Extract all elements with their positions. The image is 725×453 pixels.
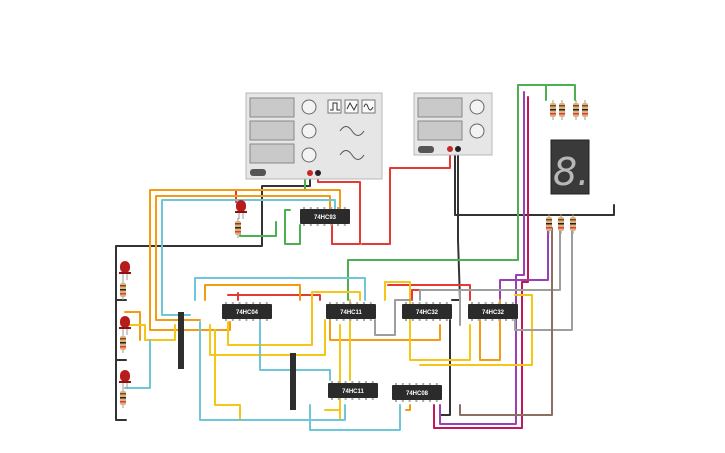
chip-label: 74HC04 — [236, 310, 259, 316]
power-supply[interactable] — [413, 92, 493, 156]
wire[interactable] — [429, 289, 461, 326]
terminal-red[interactable] — [447, 146, 453, 152]
wire[interactable] — [129, 324, 176, 341]
resistor[interactable] — [550, 100, 556, 120]
knob[interactable] — [469, 99, 485, 115]
power-switch[interactable] — [250, 169, 266, 176]
wire[interactable] — [239, 221, 277, 237]
resistors — [120, 100, 588, 408]
wire[interactable] — [361, 149, 451, 245]
chip-label: 74HC93 — [314, 215, 337, 221]
resistor[interactable] — [573, 100, 579, 120]
wire[interactable] — [214, 329, 341, 421]
wire[interactable] — [545, 84, 576, 101]
wire[interactable] — [374, 299, 411, 336]
wire[interactable] — [479, 299, 501, 361]
seven-segment-display[interactable]: 8. — [550, 139, 590, 195]
resistor[interactable] — [570, 214, 576, 234]
led[interactable] — [235, 200, 247, 219]
wire[interactable] — [124, 311, 141, 341]
knob[interactable] — [301, 147, 317, 163]
wire[interactable] — [419, 227, 561, 301]
sine-wave-icon — [363, 103, 374, 111]
header-strip[interactable] — [290, 353, 296, 410]
square-wave-button[interactable] — [327, 99, 342, 114]
wire[interactable] — [149, 189, 341, 331]
display-screen — [249, 97, 295, 118]
chip-label: 74HC08 — [406, 391, 429, 397]
chip-label: 74HC11 — [340, 310, 362, 316]
function-generator[interactable] — [245, 92, 383, 180]
wire[interactable] — [433, 96, 529, 429]
chip-label: 74HC32 — [482, 310, 505, 316]
wire[interactable] — [454, 149, 615, 216]
resistor[interactable] — [120, 388, 126, 408]
wire[interactable] — [439, 91, 525, 425]
ic-chip-u3[interactable]: 74HC11 — [326, 302, 376, 321]
wire[interactable] — [124, 339, 151, 389]
ic-chip-u6[interactable]: 74HC11 — [328, 381, 378, 400]
wire[interactable] — [309, 404, 401, 431]
square-wave-icon — [330, 102, 340, 111]
wire[interactable] — [439, 319, 451, 416]
power-switch[interactable] — [418, 146, 434, 153]
ic-chip-u7[interactable]: 74HC08 — [392, 383, 442, 402]
terminal-red[interactable] — [307, 170, 313, 176]
resistor[interactable] — [546, 214, 552, 234]
leds — [119, 200, 247, 389]
chip-label: 74HC11 — [342, 389, 364, 395]
knob[interactable] — [469, 123, 485, 139]
wire[interactable] — [194, 277, 366, 301]
led[interactable] — [119, 316, 131, 335]
wire[interactable] — [227, 284, 471, 301]
led[interactable] — [119, 261, 131, 280]
resistor[interactable] — [559, 100, 565, 120]
resistor[interactable] — [120, 333, 126, 353]
display-screen — [249, 120, 295, 141]
display-digit: 8. — [553, 150, 589, 194]
wire[interactable] — [204, 284, 301, 301]
terminal-black[interactable] — [455, 146, 461, 152]
ic-chip-u5[interactable]: 74HC32 — [468, 302, 518, 321]
wire[interactable] — [384, 281, 471, 361]
wire[interactable] — [514, 227, 573, 331]
waveform-icon — [339, 126, 365, 136]
display-screen — [417, 97, 463, 118]
wire[interactable] — [329, 319, 441, 341]
resistor[interactable] — [120, 280, 126, 300]
wire[interactable] — [199, 321, 346, 421]
display-screen — [417, 120, 463, 141]
knob[interactable] — [301, 123, 317, 139]
ic-chip-u2[interactable]: 74HC04 — [222, 302, 272, 321]
wire[interactable] — [451, 149, 461, 301]
ic-chips: 74HC93 74HC04 74HC11 74HC32 74HC32 74HC11 74HC… — [222, 207, 518, 402]
led[interactable] — [119, 370, 131, 389]
wire[interactable] — [227, 291, 361, 346]
waveform-icon — [339, 150, 365, 160]
wires — [115, 84, 615, 431]
ic-chip-u1[interactable]: 74HC93 — [300, 207, 350, 226]
display-screen — [249, 143, 295, 164]
ic-chip-u4[interactable]: 74HC32 — [402, 302, 452, 321]
header-strip[interactable] — [178, 312, 184, 369]
resistor[interactable] — [235, 218, 241, 238]
wire[interactable] — [347, 84, 519, 301]
wire[interactable] — [317, 175, 361, 245]
resistor[interactable] — [558, 214, 564, 234]
wire[interactable] — [209, 319, 326, 356]
wire[interactable] — [115, 299, 127, 361]
triangle-wave-icon — [346, 101, 358, 112]
wire[interactable] — [459, 227, 553, 416]
wire[interactable] — [155, 195, 331, 321]
terminal-black[interactable] — [315, 170, 321, 176]
chip-label: 74HC32 — [416, 310, 439, 316]
wire[interactable] — [405, 404, 411, 411]
knob[interactable] — [301, 99, 317, 115]
resistor[interactable] — [582, 100, 588, 120]
wire[interactable] — [115, 175, 311, 421]
